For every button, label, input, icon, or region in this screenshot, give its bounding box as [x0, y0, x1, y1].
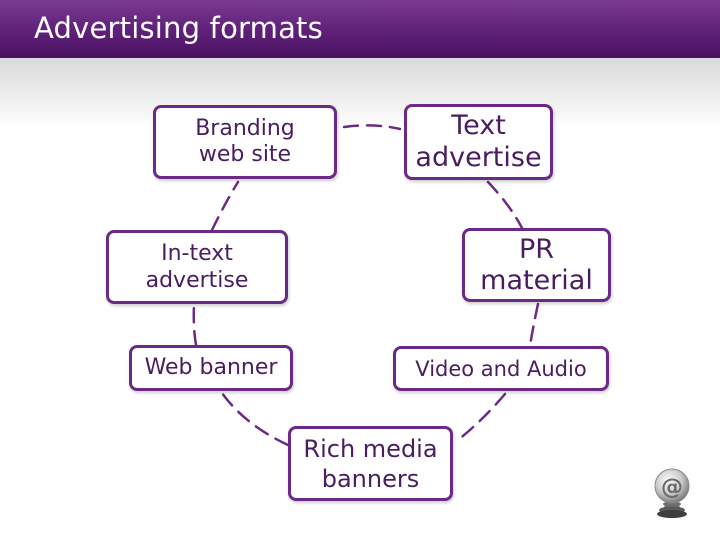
- connector-video-to-rich: [456, 392, 507, 442]
- node-label: Text advertise: [415, 110, 542, 173]
- title-bar: Advertising formats: [0, 0, 720, 58]
- node-rich-media-banners: Rich media banners: [288, 426, 453, 501]
- node-label: Web banner: [144, 355, 278, 380]
- svg-text:@: @: [661, 475, 683, 500]
- slide-title: Advertising formats: [34, 11, 323, 45]
- node-label: In-text advertise: [145, 241, 249, 293]
- node-label: Rich media banners: [303, 434, 438, 493]
- connector-intext-to-branding: [210, 180, 240, 232]
- node-text-advertise: Text advertise: [404, 104, 553, 180]
- node-label: Video and Audio: [415, 356, 587, 381]
- node-branding-web-site: Branding web site: [153, 105, 337, 179]
- connector-branding-to-text: [342, 124, 402, 131]
- at-sign-icon: @: [654, 468, 690, 518]
- node-web-banner: Web banner: [129, 345, 293, 391]
- connector-text-to-pr: [486, 180, 524, 230]
- header-shadow: [0, 58, 720, 128]
- node-in-text-advertise: In-text advertise: [106, 230, 288, 304]
- connector-pr-to-video: [528, 302, 540, 348]
- node-label: PR material: [480, 234, 593, 296]
- node-pr-material: PR material: [462, 228, 611, 302]
- connector-web-to-intext: [192, 303, 198, 347]
- node-video-and-audio: Video and Audio: [393, 346, 609, 391]
- connector-rich-to-web: [220, 391, 290, 447]
- node-label: Branding web site: [195, 116, 295, 167]
